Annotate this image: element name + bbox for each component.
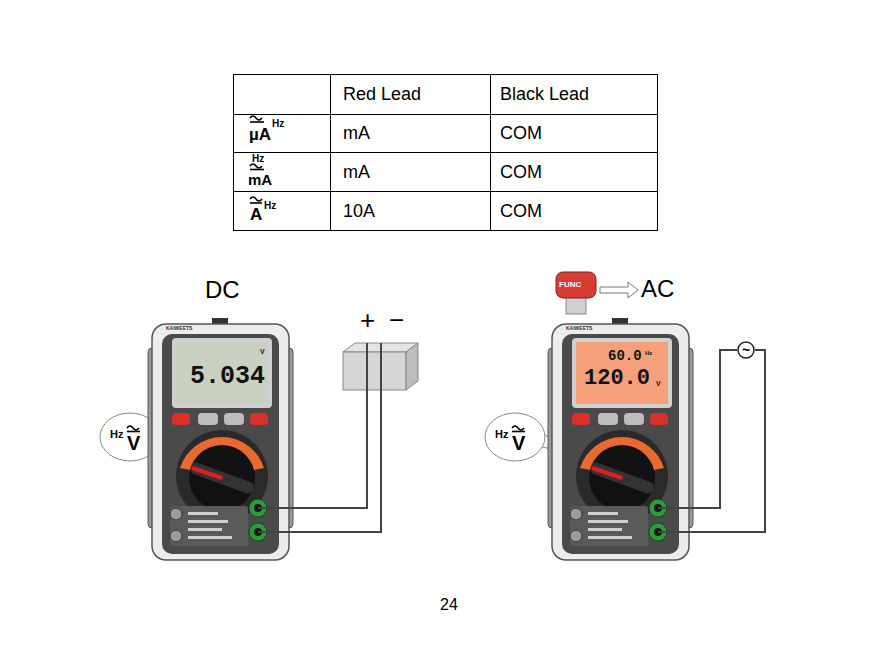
table-border — [234, 75, 658, 231]
function-symbol: Hz — [252, 154, 264, 164]
table-cell: mA — [343, 163, 370, 181]
function-symbol: Hz — [264, 201, 276, 211]
table-rule — [234, 152, 658, 153]
dc-source: +− — [343, 343, 418, 390]
ac-symbol: ~ — [737, 343, 755, 357]
column-header: Red Lead — [343, 85, 421, 103]
tilde-mark — [250, 197, 262, 201]
table-rule — [234, 114, 658, 115]
dial-position: Hz — [110, 429, 123, 440]
lcd-unit: V — [656, 380, 661, 387]
tilde-mark — [127, 426, 139, 430]
page-number: 24 — [440, 597, 458, 613]
lead-stub — [658, 531, 693, 533]
test-lead — [693, 350, 737, 508]
test-lead — [693, 350, 765, 532]
table-cell: COM — [500, 163, 542, 181]
dc-source — [343, 343, 418, 390]
table-cell: mA — [343, 124, 370, 142]
multimeter — [548, 318, 693, 560]
lcd-frequency: 60.0 — [608, 349, 642, 363]
dial-position: Hz — [495, 429, 508, 440]
ac-source: ~ — [737, 341, 755, 359]
source-circle — [738, 342, 754, 358]
lcd-reading: 5.034 — [190, 364, 265, 389]
box-top — [343, 343, 418, 352]
multimeter — [148, 318, 293, 560]
lead-stub — [258, 508, 693, 532]
tilde-mark — [512, 426, 524, 430]
lcd-unit: Hz — [645, 350, 652, 356]
lead-stub — [258, 507, 293, 509]
tilde-mark — [250, 164, 262, 168]
button-base — [566, 296, 586, 314]
multimeter: KAIWEETS 5.034 V — [148, 318, 293, 563]
bar-mark — [250, 121, 264, 123]
button-label: FUNC — [559, 281, 581, 289]
table-grid — [234, 75, 658, 231]
box-side — [406, 343, 418, 390]
function-symbol: µA — [249, 126, 271, 143]
box-front — [343, 352, 406, 390]
mode-arrow — [600, 282, 638, 298]
bar-mark — [250, 169, 264, 171]
column-header: Black Lead — [500, 85, 589, 103]
function-symbol: A — [250, 206, 262, 223]
function-symbol: Hz — [272, 119, 284, 129]
lcd-reading: 120.0 — [584, 368, 650, 390]
func-button — [556, 272, 596, 298]
polarity-sign: − — [389, 307, 404, 333]
lead-stub — [258, 531, 293, 533]
mode-heading: AC — [641, 277, 674, 301]
test-lead — [293, 343, 381, 532]
multimeter: KAIWEETS 60.0Hz 120.0V — [548, 318, 693, 563]
table-cell: COM — [500, 124, 542, 142]
function-symbol: mA — [248, 172, 272, 187]
table-cell: 10A — [343, 202, 375, 220]
mode-heading: DC — [205, 278, 240, 302]
lcd-screen — [576, 342, 668, 404]
lead-stub — [658, 507, 693, 509]
test-lead — [293, 343, 367, 508]
bar-mark — [250, 202, 262, 204]
brand-name: KAIWEETS — [566, 326, 592, 331]
dial-position: V — [127, 433, 140, 453]
polarity-sign: + — [360, 307, 375, 333]
lcd-unit: V — [260, 348, 265, 355]
table-rule — [234, 191, 658, 192]
lcd-screen — [176, 342, 268, 404]
dial-position: V — [512, 433, 525, 453]
brand-name: KAIWEETS — [166, 326, 192, 331]
table-cell: COM — [500, 202, 542, 220]
tilde-mark — [250, 116, 262, 120]
bubble-body — [485, 413, 545, 461]
